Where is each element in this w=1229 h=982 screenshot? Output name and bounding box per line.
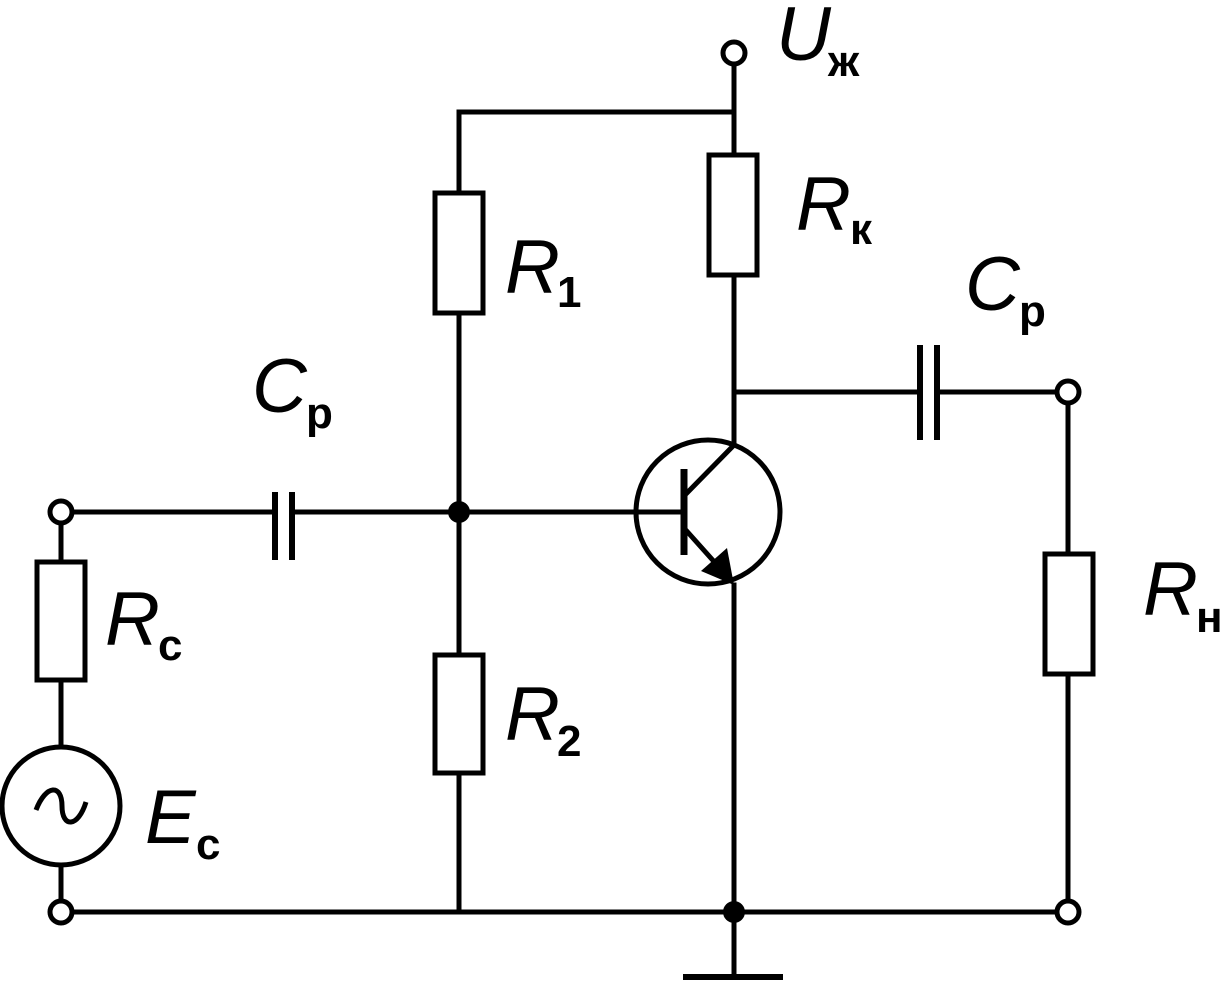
terminal-output [1054, 378, 1082, 406]
svg-text:C: C [965, 242, 1021, 327]
capacitor-input [272, 492, 295, 560]
svg-text:R: R [505, 225, 560, 310]
terminal-supply [720, 39, 748, 67]
svg-text:R: R [505, 672, 560, 757]
label-supply: U ж [776, 0, 860, 86]
label-esource: E с [145, 775, 220, 869]
resistor-rload [1042, 551, 1096, 677]
label-r2: R 2 [505, 672, 581, 766]
resistor-r1 [432, 190, 486, 316]
terminal-input-ground [47, 898, 75, 926]
label-rsource: R с [105, 577, 182, 670]
svg-text:R: R [105, 577, 160, 662]
resistor-rsource [34, 559, 88, 683]
svg-text:C: C [252, 344, 308, 429]
wire-top-rail [456, 109, 737, 196]
svg-text:ж: ж [827, 37, 860, 86]
label-rload: R н [1143, 547, 1223, 642]
svg-text:U: U [776, 0, 832, 77]
svg-text:с: с [158, 621, 182, 670]
svg-text:к: к [850, 205, 873, 254]
resistor-r2 [432, 652, 486, 776]
svg-text:р: р [1019, 287, 1046, 336]
svg-text:с: с [196, 820, 220, 869]
svg-text:1: 1 [557, 268, 581, 317]
emitter-arrow [701, 548, 734, 585]
transistor-npn [633, 437, 783, 587]
capacitor-output [917, 345, 940, 440]
terminal-output-ground [1054, 898, 1082, 926]
label-rk: R к [796, 162, 873, 254]
svg-text:р: р [306, 389, 333, 438]
svg-text:R: R [1143, 547, 1198, 632]
terminal-input [47, 498, 75, 526]
svg-text:E: E [145, 775, 197, 860]
label-c-output: C р [965, 242, 1046, 336]
sine-wave-icon [33, 787, 89, 825]
label-c-input: C р [252, 344, 333, 438]
svg-text:н: н [1196, 593, 1223, 642]
junction-ground [723, 901, 745, 923]
ac-source [0, 744, 123, 868]
junction-base [448, 501, 470, 523]
label-r1: R 1 [505, 225, 581, 317]
svg-text:R: R [796, 162, 851, 247]
svg-text:2: 2 [557, 717, 581, 766]
resistor-rk [706, 152, 760, 278]
